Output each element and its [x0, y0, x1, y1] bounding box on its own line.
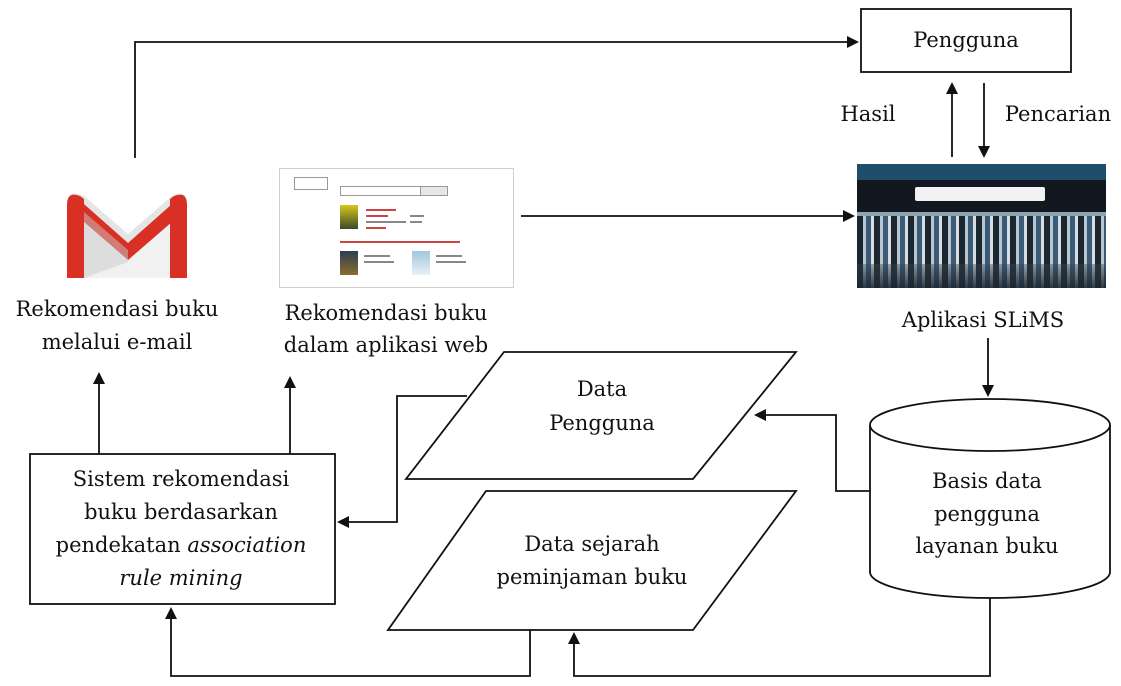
slims-floor [857, 264, 1106, 288]
pengguna-box [860, 8, 1072, 73]
data-sejarah-line1: Data sejarah [524, 532, 659, 556]
data-sejarah-line2: peminjaman buku [497, 565, 688, 589]
web-mock-button [294, 177, 328, 190]
data-pengguna-line1: Data [577, 377, 627, 401]
sistem-line3: pendekatan association [56, 533, 307, 557]
arrow-db-to-data-sejarah [568, 598, 991, 677]
web-label-line2: dalam aplikasi web [284, 333, 488, 357]
web-mock-text [366, 227, 386, 229]
arrow-data-pengguna-to-sistem [337, 395, 467, 528]
web-mock-book-cover-1 [340, 205, 358, 229]
web-mock-text [366, 221, 406, 223]
web-mock-text [366, 215, 388, 217]
arrow-data-sejarah-to-sistem [165, 607, 531, 677]
web-mock-book-cover-3 [412, 251, 430, 275]
web-mock-text [364, 261, 394, 263]
hasil-label: Hasil [840, 102, 895, 126]
sistem-line3-italic: association [187, 533, 306, 557]
basis-data-line1: Basis data [932, 469, 1042, 493]
slims-stripe [857, 212, 1106, 216]
data-pengguna-shape [404, 351, 798, 480]
basis-data-line3: layanan buku [915, 534, 1058, 558]
email-label-line1: Rekomendasi buku [16, 297, 219, 321]
data-pengguna-line2: Pengguna [549, 411, 655, 435]
slims-search-box [915, 187, 1045, 201]
web-mock-text [340, 241, 460, 243]
sistem-line3-plain: pendekatan [56, 533, 188, 557]
web-mock-text [436, 261, 466, 263]
sistem-line4: rule mining [119, 566, 242, 590]
arrow-db-to-data-pengguna [754, 409, 870, 492]
web-label-line1: Rekomendasi buku [285, 301, 488, 325]
web-mock-go [420, 186, 448, 196]
arrow-email-to-pengguna [134, 36, 859, 158]
data-sejarah-shape [386, 490, 798, 631]
web-mock-text [410, 215, 424, 217]
sistem-rekomendasi-box [29, 453, 336, 605]
basis-data-cylinder [869, 398, 1111, 599]
web-mock-book-cover-2 [340, 251, 358, 275]
pengguna-label: Pengguna [913, 28, 1019, 52]
web-mock-search [340, 186, 424, 196]
web-mock-text [366, 209, 396, 211]
basis-data-line2: pengguna [934, 502, 1040, 526]
sistem-line1: Sistem rekomendasi [73, 467, 290, 491]
slims-label: Aplikasi SLiMS [901, 308, 1064, 332]
web-app-screenshot [279, 168, 514, 288]
web-mock-text [436, 255, 462, 257]
slims-app-screenshot [857, 164, 1106, 288]
web-mock-text [364, 255, 390, 257]
web-mock-text [410, 221, 422, 223]
slims-header-bar [857, 164, 1106, 180]
pencarian-label: Pencarian [1005, 102, 1111, 126]
email-label-line2: melalui e-mail [42, 330, 193, 354]
gmail-logo-icon [67, 193, 187, 278]
sistem-line2: buku berdasarkan [84, 500, 278, 524]
